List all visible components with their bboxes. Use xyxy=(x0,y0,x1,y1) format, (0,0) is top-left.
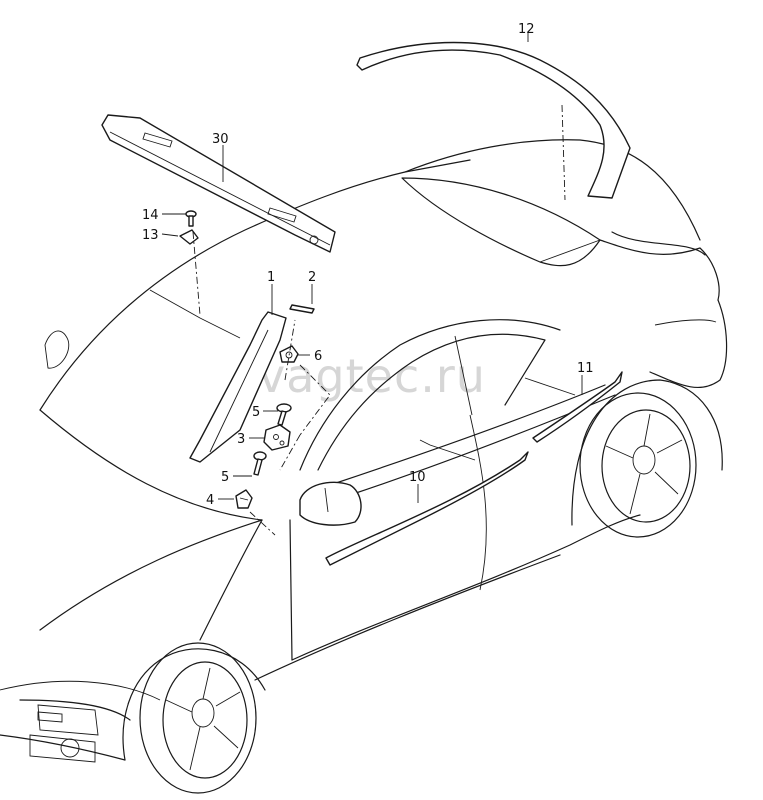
front-wheel xyxy=(139,642,257,794)
part-2-strip xyxy=(289,304,315,314)
callout-5-lower: 5 xyxy=(221,470,229,485)
callout-5-upper: 5 xyxy=(252,405,260,420)
assembly-lines xyxy=(192,104,566,536)
callout-3: 3 xyxy=(237,432,245,447)
callout-10: 10 xyxy=(409,470,426,485)
part-3-bracket xyxy=(263,424,291,451)
callout-4: 4 xyxy=(206,493,214,508)
part-11-rear-trim xyxy=(532,371,623,443)
part-4-clip xyxy=(235,489,253,509)
callout-2: 2 xyxy=(308,270,316,285)
part-12-roof-trim xyxy=(356,41,631,199)
callout-11: 11 xyxy=(577,361,594,376)
part-10-door-trim xyxy=(325,451,529,566)
part-30-cross-member xyxy=(101,114,336,253)
part-5-screw-lower xyxy=(253,451,267,476)
callout-13: 13 xyxy=(142,228,159,243)
rear-wheel xyxy=(579,392,697,538)
leader-lines xyxy=(161,32,583,503)
part-14-screw xyxy=(185,210,197,227)
callout-6: 6 xyxy=(314,349,322,364)
part-1-a-pillar-trim xyxy=(189,311,287,463)
part-5-screw-upper xyxy=(276,403,292,426)
callout-30: 30 xyxy=(212,132,229,147)
callout-1: 1 xyxy=(267,270,275,285)
callout-12: 12 xyxy=(518,22,535,37)
part-13-clip xyxy=(179,229,199,245)
callout-14: 14 xyxy=(142,208,159,223)
car-body-outline xyxy=(0,139,728,763)
